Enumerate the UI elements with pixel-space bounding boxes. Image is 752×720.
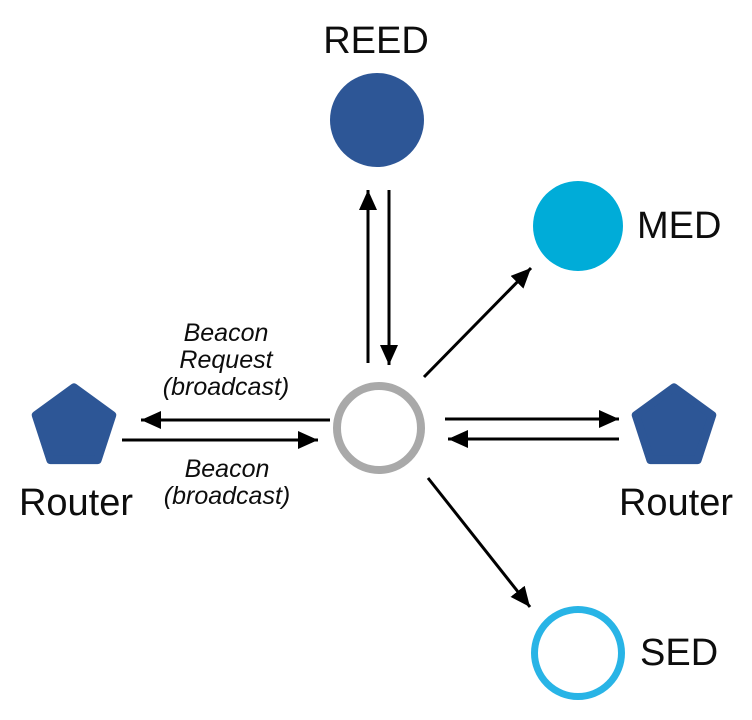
reed-node (330, 73, 424, 167)
arrow-center-to-med (422, 266, 533, 379)
med-node (533, 181, 623, 271)
pentagon-shape (631, 383, 717, 465)
pentagon-shape (31, 383, 117, 465)
router-left-node (31, 383, 117, 465)
sed-node (531, 606, 625, 700)
med-label: MED (637, 205, 722, 247)
beacon-request-label: Beacon Request (broadcast) (162, 319, 290, 401)
reed-label: REED (323, 20, 429, 62)
sed-label: SED (640, 632, 719, 674)
router-right-label: Router (618, 482, 734, 524)
router-left-label: Router (18, 482, 134, 524)
arrow-center-to-sed (426, 477, 532, 608)
router-right-node (631, 383, 717, 465)
beacon-label: Beacon (broadcast) (163, 455, 291, 510)
joining-device-node (333, 382, 425, 474)
